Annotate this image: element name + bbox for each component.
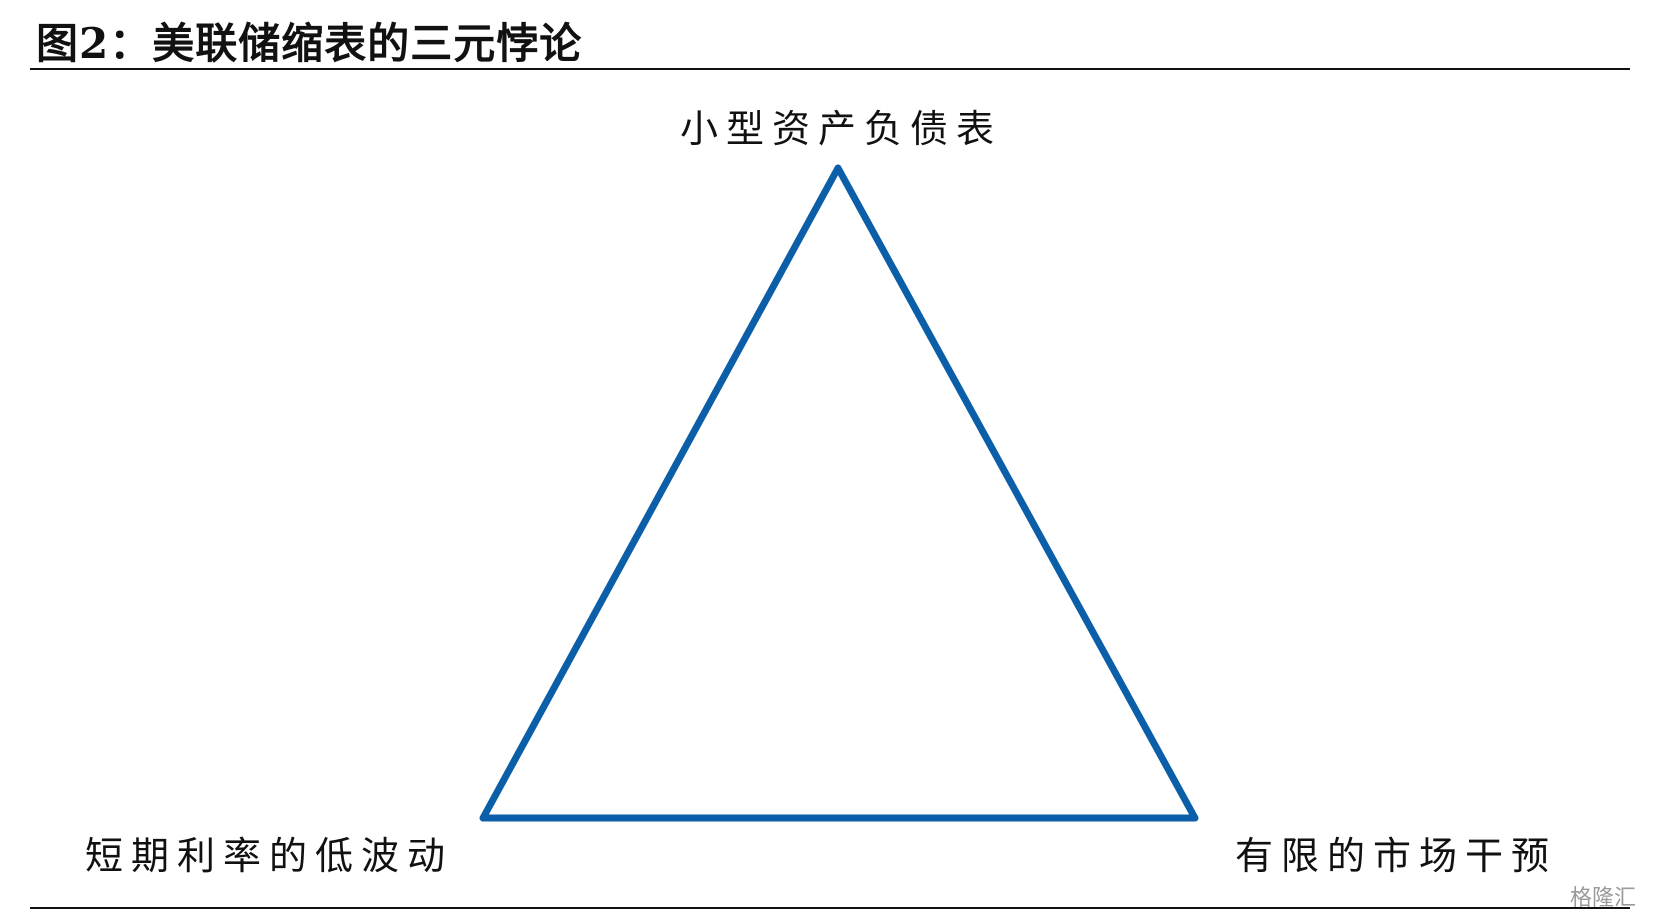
title-rule [30, 68, 1630, 70]
vertex-label-bottom-right: 有限的市场干预 [1235, 834, 1558, 878]
vertex-label-bottom-left: 短期利率的低波动 [85, 834, 454, 878]
figure-title: 图2：美联储缩表的三元悖论 [36, 19, 583, 68]
vertex-label-top: 小型资产负债表 [680, 107, 1003, 151]
bottom-rule [30, 907, 1630, 909]
watermark-logo: 格隆汇 [1569, 886, 1636, 911]
trilemma-triangle [479, 164, 1199, 822]
